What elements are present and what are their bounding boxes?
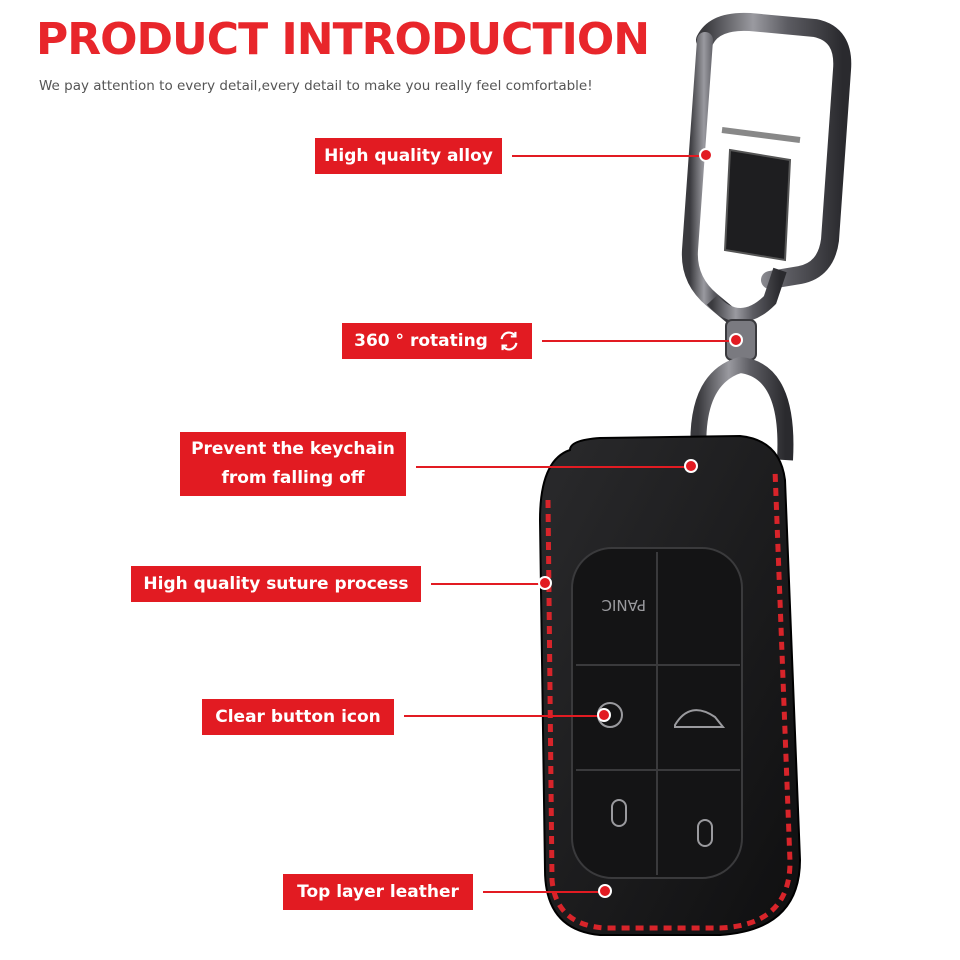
callout-keychain-line: [416, 466, 688, 468]
rotate-icon: [500, 331, 518, 351]
page-title: PRODUCT INTRODUCTION: [36, 14, 650, 65]
page-subtitle: We pay attention to every detail,every d…: [39, 78, 593, 94]
callout-alloy-dot: [699, 148, 713, 162]
callout-keychain: Prevent the keychain from falling off: [180, 432, 406, 496]
callout-button-icon: Clear button icon: [202, 699, 394, 735]
callout-rotating-label: 360 ° rotating: [354, 330, 488, 351]
callout-suture-line: [431, 583, 541, 585]
callout-suture: High quality suture process: [131, 566, 421, 602]
lock-icon: [611, 799, 627, 827]
callout-button-icon-dot: [597, 708, 611, 722]
callout-button-icon-line: [404, 715, 600, 717]
callout-rotating: 360 ° rotating: [342, 323, 532, 359]
callout-alloy: High quality alloy: [315, 138, 502, 174]
callout-rotating-dot: [729, 333, 743, 347]
callout-leather-label: Top layer leather: [297, 881, 459, 902]
leather-case: PANIC: [538, 434, 802, 936]
trunk-icon: [674, 709, 726, 728]
callout-leather-dot: [598, 884, 612, 898]
callout-keychain-dot: [684, 459, 698, 473]
callout-button-icon-label: Clear button icon: [215, 706, 381, 727]
panic-button-label: PANIC: [602, 596, 646, 614]
callout-leather: Top layer leather: [283, 874, 473, 910]
callout-keychain-label: Prevent the keychain from falling off: [191, 439, 395, 488]
callout-alloy-line: [512, 155, 702, 157]
callout-suture-dot: [538, 576, 552, 590]
callout-leather-line: [483, 891, 601, 893]
unlock-icon: [697, 819, 713, 847]
alloy-clip: [681, 12, 852, 323]
callout-suture-label: High quality suture process: [143, 573, 409, 594]
callout-rotating-line: [542, 340, 732, 342]
callout-alloy-label: High quality alloy: [324, 145, 493, 166]
